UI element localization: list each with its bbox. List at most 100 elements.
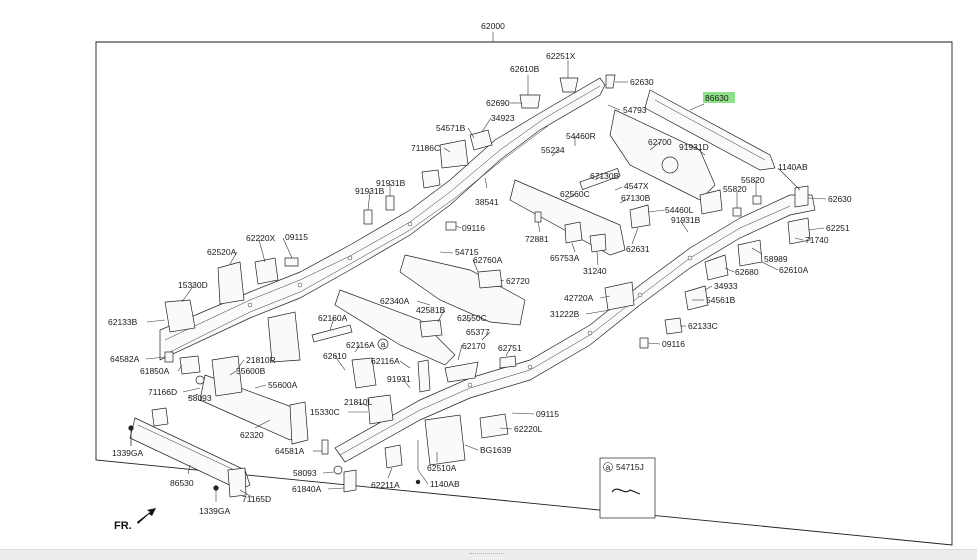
callout-15330D: 15330D xyxy=(178,280,208,290)
inset-part-number: 54715J xyxy=(616,462,644,472)
callout-54715: 54715 xyxy=(455,247,479,257)
callout-62116A: 62116A xyxy=(346,340,375,350)
inset-detail-box: a 54715J xyxy=(599,457,656,519)
callout-62550C: 62550C xyxy=(457,313,487,323)
callout-09115-2: 09115 xyxy=(536,409,559,419)
callout-62251: 62251 xyxy=(826,223,850,233)
callout-09116-2: 09116 xyxy=(662,339,685,349)
callout-58093: 58093 xyxy=(188,393,212,403)
callout-42581B: 42581B xyxy=(416,305,446,315)
callout-91931D: 91931D xyxy=(679,142,709,152)
callout-62760A: 62760A xyxy=(473,255,503,265)
callout-highlight xyxy=(703,92,735,103)
callout-54571B: 54571B xyxy=(436,123,466,133)
callout-62251X: 62251X xyxy=(546,51,576,61)
left-frame-rail xyxy=(159,77,606,361)
leader-lines xyxy=(130,60,827,502)
callout-62610B: 62610B xyxy=(510,64,540,74)
callout-62631: 62631 xyxy=(626,244,650,254)
callout-34933: 34933 xyxy=(714,281,738,291)
front-direction-indicator: FR. xyxy=(114,508,156,532)
callout-71166D: 71166D xyxy=(148,387,177,397)
callout-1140AB-2: 1140AB xyxy=(430,479,460,489)
callout-62700: 62700 xyxy=(648,137,672,147)
callout-64582A: 64582A xyxy=(110,354,140,364)
callout-4547X: 4547X xyxy=(624,181,649,191)
diagram-border xyxy=(95,41,953,546)
callout-38541: 38541 xyxy=(475,197,499,207)
callout-15330C: 15330C xyxy=(310,407,340,417)
callout-31222B: 31222B xyxy=(550,309,580,319)
callout-91931B-2: 91931B xyxy=(355,186,385,196)
callout-67130B: 67130B xyxy=(590,171,620,181)
callout-31240: 31240 xyxy=(583,266,607,276)
callout-58989: 58989 xyxy=(764,254,788,264)
callout-55820-2: 55820 xyxy=(723,184,747,194)
callout-62560C: 62560C xyxy=(560,189,590,199)
callout-62630: 62630 xyxy=(630,77,654,87)
callout-62320: 62320 xyxy=(240,430,264,440)
callout-09115: 09115 xyxy=(285,232,308,242)
callout-86530: 86530 xyxy=(170,478,194,488)
callout-1339GA: 1339GA xyxy=(112,448,144,458)
callout-62170: 62170 xyxy=(462,341,486,351)
right-frame-rail xyxy=(334,194,816,463)
callout-62680: 62680 xyxy=(735,267,759,277)
direction-label: FR. xyxy=(114,520,132,532)
callout-62610: 62610 xyxy=(323,351,347,361)
resize-grip[interactable] xyxy=(470,553,504,556)
callout-labels: 62251X 62610B 62630 86630 62690 54793 34… xyxy=(108,51,852,516)
callout-72881: 72881 xyxy=(525,234,549,244)
callout-34923: 34923 xyxy=(491,113,515,123)
callout-55234: 55234 xyxy=(541,145,565,155)
svg-text:a: a xyxy=(381,339,386,349)
small-parts xyxy=(151,74,811,498)
callout-54561B: 54561B xyxy=(706,295,736,305)
callout-65377: 65377 xyxy=(466,327,490,337)
callout-62690: 62690 xyxy=(486,98,510,108)
callout-62610A: 62610A xyxy=(779,265,809,275)
callout-61840A: 61840A xyxy=(292,484,322,494)
callout-62340A: 62340A xyxy=(380,296,410,306)
callout-64581A: 64581A xyxy=(275,446,305,456)
callout-67130B-2: 67130B xyxy=(621,193,651,203)
callout-62510A: 62510A xyxy=(427,463,457,473)
callout-55820: 55820 xyxy=(741,175,765,185)
callout-62116A-2: 62116A xyxy=(371,356,400,366)
callout-86630[interactable]: 86630 xyxy=(705,93,729,103)
callout-62133C: 62133C xyxy=(688,321,718,331)
callout-61850A: 61850A xyxy=(140,366,170,376)
callout-71186C: 71186C xyxy=(411,143,440,153)
callout-62220L: 62220L xyxy=(514,424,543,434)
front-arrow-icon xyxy=(137,508,156,524)
callout-62211A: 62211A xyxy=(371,480,400,490)
diagram-title: 62000 xyxy=(481,21,505,31)
status-bar xyxy=(0,549,977,560)
callout-55600A: 55600A xyxy=(268,380,298,390)
callout-65753A: 65753A xyxy=(550,253,580,263)
callout-BG1639: BG1639 xyxy=(480,445,511,455)
callout-62751: 62751 xyxy=(498,343,522,353)
callout-62720: 62720 xyxy=(506,276,530,286)
callout-62220X: 62220X xyxy=(246,233,276,243)
fastener-dots xyxy=(128,425,421,491)
callout-91931B-3: 91931B xyxy=(671,215,701,225)
callout-62160A: 62160A xyxy=(318,313,348,323)
crossmember-62550C xyxy=(334,289,456,366)
callout-71740: 71740 xyxy=(805,235,829,245)
callout-62133B: 62133B xyxy=(108,317,138,327)
callout-21810R: 21810R xyxy=(246,355,276,365)
detail-a-marker: a xyxy=(377,338,389,350)
callout-55600B: 55600B xyxy=(236,366,266,376)
callout-62520A: 62520A xyxy=(207,247,237,257)
callout-91931: 91931 xyxy=(387,374,411,384)
callout-62630-2: 62630 xyxy=(828,194,852,204)
callout-54460R: 54460R xyxy=(566,131,596,141)
callout-42720A: 42720A xyxy=(564,293,594,303)
callout-1140AB: 1140AB xyxy=(778,162,808,172)
rear-crossmember-62700 xyxy=(609,109,716,201)
callout-21810L: 21810L xyxy=(344,397,373,407)
callout-71165D: 71165D xyxy=(242,494,271,504)
inset-marker: a xyxy=(606,462,611,472)
